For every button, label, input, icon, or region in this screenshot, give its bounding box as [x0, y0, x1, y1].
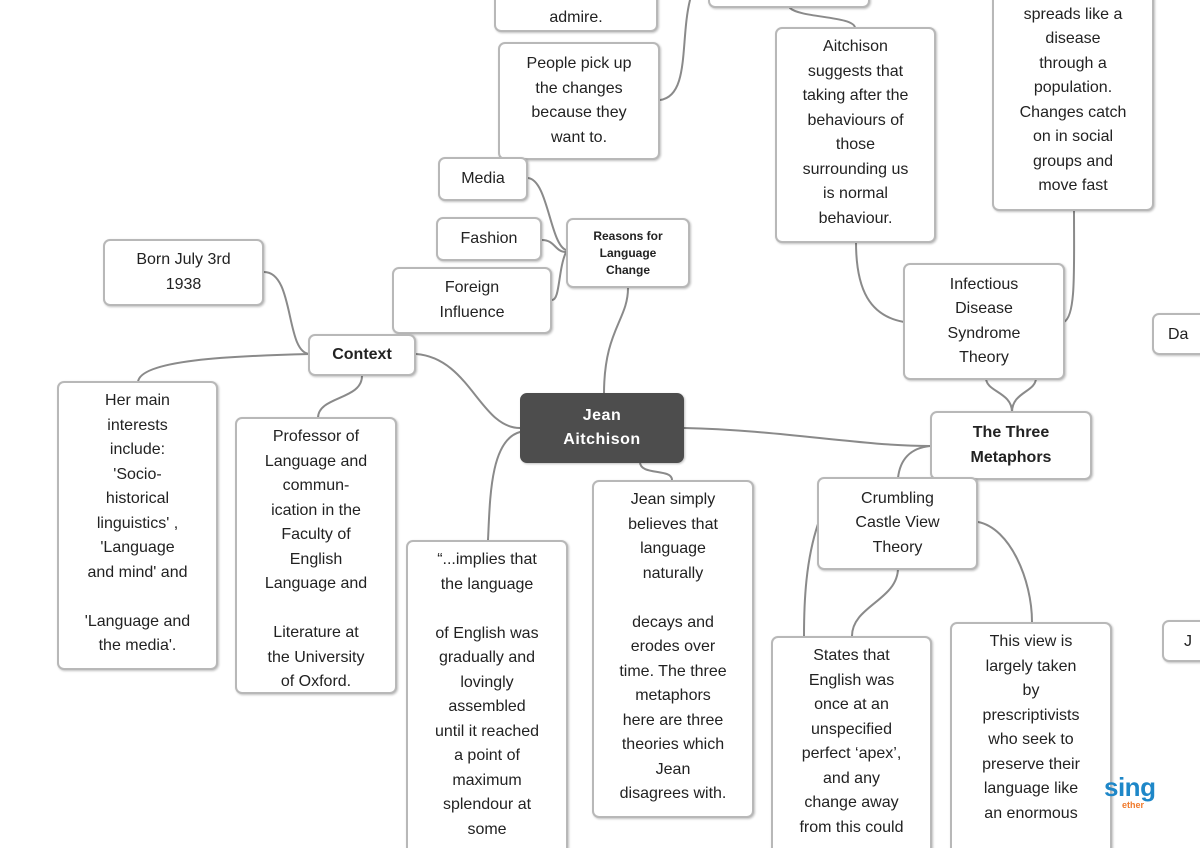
node-context-text: Context	[332, 345, 392, 363]
node-reasons-text: Reasons for Language Change	[593, 228, 663, 277]
node-quote[interactable]: “...implies that the language of English…	[406, 540, 568, 848]
link-central-belief	[639, 461, 673, 481]
node-edge-j-text: J	[1184, 633, 1192, 650]
node-partial-top[interactable]	[708, 0, 870, 8]
node-three-metaphors[interactable]: The Three Metaphors	[930, 411, 1092, 480]
node-view-text: This view is largely taken by prescripti…	[982, 633, 1080, 822]
node-infectious-disease[interactable]: Infectious Disease Syndrome Theory	[903, 263, 1065, 380]
link-admire	[789, 7, 856, 29]
link-context-professor	[317, 375, 363, 419]
node-media[interactable]: Media	[438, 157, 528, 201]
link-reasons-fashion	[541, 239, 567, 253]
node-belief-text: Jean simply believes that language natur…	[619, 491, 727, 802]
node-three-metaphors-text: The Three Metaphors	[970, 424, 1052, 466]
node-professor[interactable]: Professor of Language and commun- icatio…	[235, 417, 397, 694]
node-view-prescriptivists[interactable]: This view is largely taken by prescripti…	[950, 622, 1112, 848]
link-metaphors-crumbling	[897, 445, 931, 479]
node-interests[interactable]: Her main interests include: 'Socio- hist…	[57, 381, 218, 670]
node-admire[interactable]: admire.	[494, 0, 658, 32]
node-media-text: Media	[461, 169, 505, 187]
link-context-interests	[137, 353, 311, 383]
logo-subword: ether	[1122, 800, 1145, 810]
link-metaphors-infectious-2	[1011, 377, 1037, 413]
link-crumbling-states-2	[851, 567, 899, 637]
link-central-quote	[487, 431, 521, 541]
link-reasons-foreign	[551, 251, 567, 301]
node-people-pickup-text: People pick up the changes because they …	[526, 55, 632, 146]
node-spreads-like-disease[interactable]: ...ge spreads like a disease through a p…	[992, 0, 1154, 211]
logo-word: sing	[1104, 772, 1156, 802]
node-foreign-influence-text: Foreign Influence	[439, 279, 505, 321]
link-central-metaphors	[683, 427, 931, 447]
node-edge-da-text: Da	[1168, 326, 1189, 343]
node-crumbling-castle[interactable]: Crumbling Castle View Theory	[817, 477, 978, 570]
node-jean-aitchison[interactable]: Jean Aitchison	[520, 393, 684, 463]
node-context[interactable]: Context	[308, 334, 416, 376]
node-quote-text: “...implies that the language of English…	[434, 551, 540, 838]
node-belief[interactable]: Jean simply believes that language natur…	[592, 480, 754, 818]
link-central-reasons	[603, 287, 629, 395]
node-states-that[interactable]: States that English was once at an unspe…	[771, 636, 932, 848]
brand-logo: sing ether	[1104, 772, 1164, 812]
link-reasons-media	[527, 177, 567, 251]
node-spreads-text: ...ge spreads like a disease through a p…	[1019, 5, 1127, 195]
node-infectious-text: Infectious Disease Syndrome Theory	[947, 275, 1021, 367]
node-admire-text: admire.	[549, 9, 603, 26]
link-context-born	[263, 271, 311, 355]
link-infectious-suggests	[855, 241, 905, 323]
node-professor-text: Professor of Language and commun- icatio…	[264, 428, 368, 690]
node-edge-da[interactable]: Da	[1152, 313, 1200, 355]
node-aitchison-suggests[interactable]: Aitchison suggests that taking after the…	[775, 27, 936, 243]
link-metaphors-infectious	[985, 377, 1013, 413]
link-infectious-spreads	[1063, 209, 1076, 323]
node-interests-text: Her main interests include: 'Socio- hist…	[84, 392, 191, 654]
node-aitchison-suggests-text: Aitchison suggests that taking after the…	[802, 38, 909, 227]
node-people-pickup[interactable]: People pick up the changes because they …	[498, 42, 660, 160]
node-edge-j[interactable]: J	[1162, 620, 1200, 662]
node-fashion[interactable]: Fashion	[436, 217, 542, 261]
node-born-text: Born July 3rd 1938	[136, 251, 231, 293]
link-reasons-pickup	[659, 0, 691, 101]
node-born[interactable]: Born July 3rd 1938	[103, 239, 264, 306]
link-central-context	[415, 353, 521, 429]
node-jean-aitchison-text: Jean Aitchison	[563, 406, 641, 449]
node-states-that-text: States that English was once at an unspe…	[799, 647, 904, 836]
link-crumbling-states	[803, 523, 819, 637]
node-crumbling-castle-text: Crumbling Castle View Theory	[855, 489, 940, 556]
node-foreign-influence[interactable]: Foreign Influence	[392, 267, 552, 334]
link-crumbling-view	[977, 521, 1033, 623]
node-reasons-for-language-change[interactable]: Reasons for Language Change	[566, 218, 690, 288]
node-fashion-text: Fashion	[460, 229, 518, 247]
